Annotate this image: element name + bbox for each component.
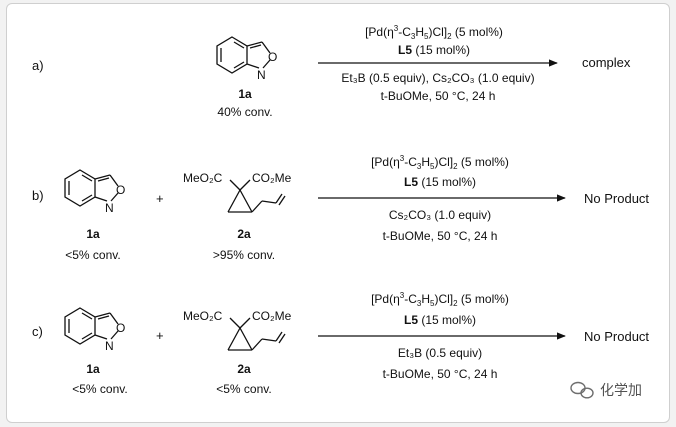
- compound-id: 1a: [86, 227, 100, 241]
- wechat-icon: [570, 381, 594, 399]
- reaction-row-a: a) O N 1a 40% conv. [Pd(η3-C3H5)Cl]2 (5 …: [32, 24, 631, 119]
- watermark-text: 化学加: [600, 383, 642, 399]
- compound-id: 1a: [238, 87, 252, 101]
- compound-id: 1a: [86, 362, 100, 376]
- row-label: a): [32, 58, 44, 73]
- conversion-text: <5% conv.: [72, 382, 127, 396]
- conversion-text: >95% conv.: [213, 248, 275, 262]
- reaction-row-c: c) O N 1a <5% conv. +: [32, 291, 649, 396]
- compound-id: 2a: [237, 227, 251, 241]
- benzisoxazole-structure: O N: [64, 307, 125, 353]
- product-text: No Product: [584, 329, 649, 344]
- additive-text: Et₃B (0.5 equiv): [398, 346, 482, 360]
- benzisoxazole-structure: O N: [216, 36, 277, 82]
- ester-label-left: MeO₂C: [183, 309, 223, 323]
- conversion-text: <5% conv.: [65, 248, 120, 262]
- solvent-text: t-BuOMe, 50 °C, 24 h: [383, 367, 498, 381]
- atom-nitrogen: N: [257, 68, 266, 82]
- cyclopropane-structure: MeO₂C CO₂Me: [183, 309, 292, 351]
- watermark: 化学加: [570, 381, 642, 399]
- ester-label-right: CO₂Me: [252, 171, 292, 185]
- product-text: No Product: [584, 191, 649, 206]
- benzisoxazole-structure: O N: [64, 169, 125, 215]
- additive-text: Cs₂CO₃ (1.0 equiv): [389, 208, 491, 222]
- atom-nitrogen: N: [105, 339, 114, 353]
- additive-text: Et₃B (0.5 equiv), Cs₂CO₃ (1.0 equiv): [341, 71, 534, 85]
- ligand-text: L5 (15 mol%): [398, 43, 470, 57]
- catalyst-text: [Pd(η3-C3H5)Cl]2 (5 mol%): [365, 24, 503, 41]
- product-text: complex: [582, 55, 631, 70]
- ester-label-left: MeO₂C: [183, 171, 223, 185]
- atom-nitrogen: N: [105, 201, 114, 215]
- plus-sign: +: [156, 328, 164, 343]
- ligand-text: L5 (15 mol%): [404, 175, 476, 189]
- solvent-text: t-BuOMe, 50 °C, 24 h: [381, 89, 496, 103]
- catalyst-text: [Pd(η3-C3H5)Cl]2 (5 mol%): [371, 291, 509, 308]
- atom-oxygen: O: [116, 321, 125, 335]
- solvent-text: t-BuOMe, 50 °C, 24 h: [383, 229, 498, 243]
- row-label: b): [32, 188, 44, 203]
- atom-oxygen: O: [268, 50, 277, 64]
- plus-sign: +: [156, 191, 164, 206]
- cyclopropane-structure: MeO₂C CO₂Me: [183, 171, 292, 213]
- ester-label-right: CO₂Me: [252, 309, 292, 323]
- catalyst-text: [Pd(η3-C3H5)Cl]2 (5 mol%): [371, 154, 509, 171]
- conversion-text: <5% conv.: [216, 382, 271, 396]
- scheme-frame: [6, 3, 670, 423]
- ligand-text: L5 (15 mol%): [404, 313, 476, 327]
- compound-id: 2a: [237, 362, 251, 376]
- conversion-text: 40% conv.: [217, 105, 272, 119]
- row-label: c): [32, 324, 43, 339]
- reaction-row-b: b) O N 1a <5% conv. +: [32, 154, 649, 262]
- atom-oxygen: O: [116, 183, 125, 197]
